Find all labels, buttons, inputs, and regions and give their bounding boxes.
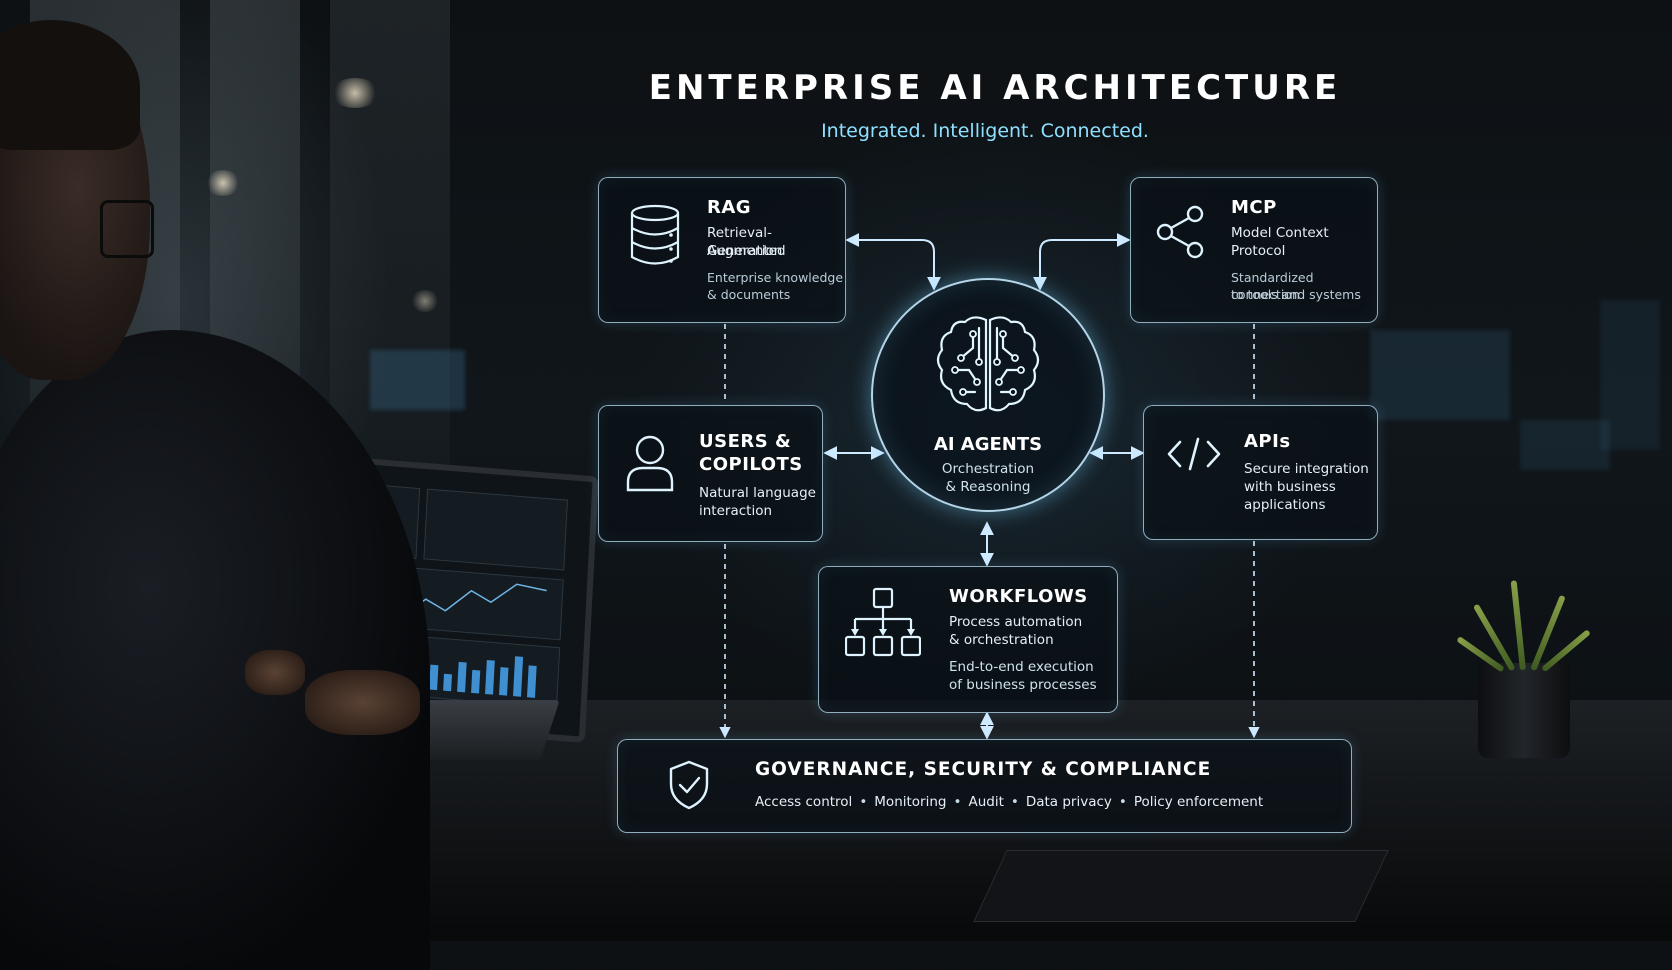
users-subtitle-line1: Natural language xyxy=(699,485,816,501)
ai-agents-hub[interactable]: AI AGENTS Orchestration & Reasoning xyxy=(871,278,1105,512)
apis-title: APIs xyxy=(1244,431,1291,452)
apis-subtitle-line3: applications xyxy=(1244,497,1326,513)
mcp-title: MCP xyxy=(1231,197,1277,218)
apis-card[interactable]: APIs Secure integration with business ap… xyxy=(1143,405,1378,540)
governance-item: Access control xyxy=(755,794,853,810)
item-separator: • xyxy=(1118,794,1127,810)
page-title: ENTERPRISE AI ARCHITECTURE xyxy=(648,68,1342,108)
page-subtitle: Integrated. Intelligent. Connected. xyxy=(821,120,1149,142)
rag-hub-connector xyxy=(845,233,941,291)
rag-card[interactable]: RAG Retrieval-Augmented Generation Enter… xyxy=(598,177,846,323)
mcp-subtitle-line2: Protocol xyxy=(1231,243,1286,259)
workflows-card[interactable]: WORKFLOWS Process automation & orchestra… xyxy=(818,566,1118,713)
item-separator: • xyxy=(1010,794,1019,810)
apis-subtitle-line1: Secure integration xyxy=(1244,461,1369,477)
rag-title: RAG xyxy=(707,197,752,218)
rag-description-line2: & documents xyxy=(707,287,791,302)
workflows-title: WORKFLOWS xyxy=(949,586,1088,607)
item-separator: • xyxy=(859,794,868,810)
mcp-subtitle-line1: Model Context xyxy=(1231,225,1329,241)
governance-item: Audit xyxy=(968,794,1004,810)
mcp-description-line1: Standardized connection xyxy=(1231,270,1314,302)
governance-item: Policy enforcement xyxy=(1133,794,1264,810)
governance-item: Data privacy xyxy=(1025,794,1112,810)
governance-card[interactable] xyxy=(617,739,1352,833)
share-nodes-icon xyxy=(1156,205,1204,259)
workflows-subtitle-line2: & orchestration xyxy=(949,632,1054,648)
code-brackets-icon xyxy=(1167,437,1221,471)
brain-circuit-icon xyxy=(936,316,1040,412)
connector-lines xyxy=(719,233,1260,740)
rag-description-line1: Enterprise knowledge xyxy=(707,270,844,285)
shield-check-icon xyxy=(669,760,709,810)
mcp-card[interactable]: MCP Model Context Protocol Standardized … xyxy=(1130,177,1378,323)
workflows-subtitle-line1: Process automation xyxy=(949,614,1083,630)
users-subtitle-line2: interaction xyxy=(699,503,773,519)
governance-item: Monitoring xyxy=(874,794,947,810)
governance-title: GOVERNANCE, SECURITY & COMPLIANCE xyxy=(755,759,1212,780)
ai-agents-subtitle-line1: Orchestration xyxy=(941,461,1035,477)
users-title-line2: COPILOTS xyxy=(699,454,803,475)
governance-items: Access control • Monitoring • Audit • Data pri… xyxy=(755,794,1263,810)
ai-agents-title: AI AGENTS xyxy=(933,434,1043,455)
user-icon xyxy=(626,435,674,492)
users-copilots-card[interactable]: USERS & COPILOTS Natural language intera… xyxy=(598,405,823,542)
apis-subtitle-line2: with business xyxy=(1244,479,1336,495)
ai-agents-subtitle-line2: & Reasoning xyxy=(945,479,1031,495)
workflows-description-line1: End-to-end execution xyxy=(949,659,1094,675)
database-icon xyxy=(630,204,680,265)
mcp-hub-connector xyxy=(1033,233,1131,291)
org-chart-icon xyxy=(845,587,921,657)
rag-subtitle-line2: Generation xyxy=(707,243,783,259)
mcp-description-line2: to tools and systems xyxy=(1231,287,1361,302)
rag-subtitle-line1: Retrieval-Augmented xyxy=(707,225,786,259)
workflows-description-line2: of business processes xyxy=(949,677,1097,693)
users-title-line1: USERS & xyxy=(699,431,792,452)
item-separator: • xyxy=(953,794,962,810)
